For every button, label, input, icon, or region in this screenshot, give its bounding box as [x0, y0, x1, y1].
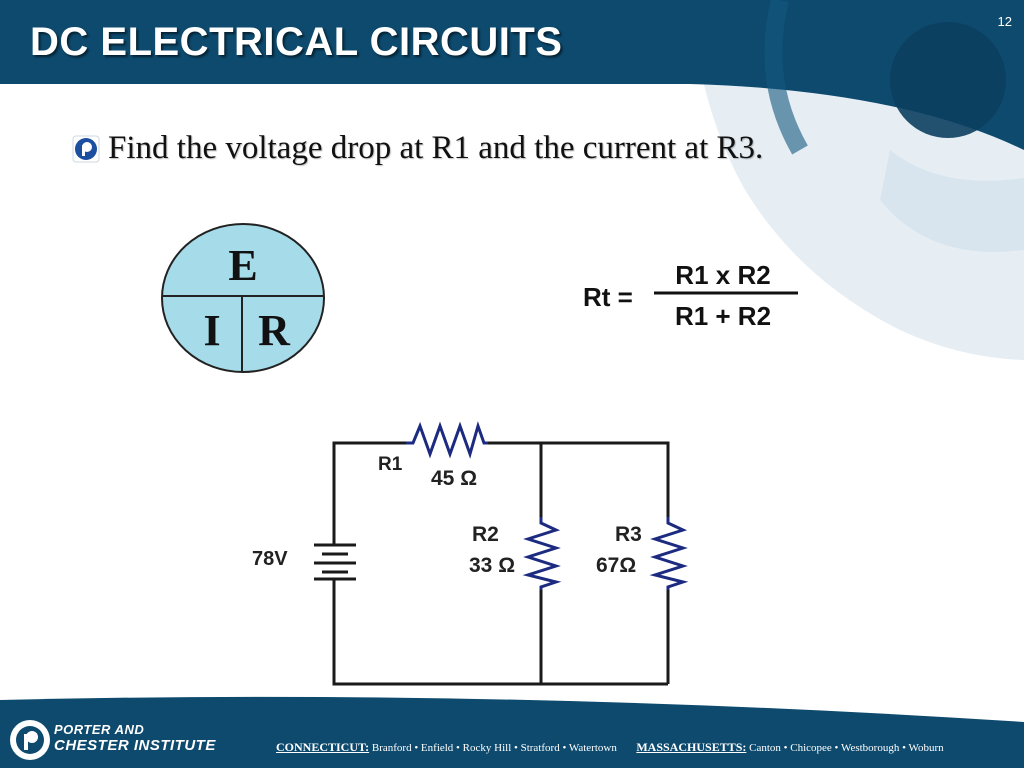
ct-locations: Branford • Enfield • Rocky Hill • Stratf…	[371, 742, 617, 754]
slide-title: DC ELECTRICAL CIRCUITS	[30, 20, 563, 64]
r3-resistor	[649, 517, 689, 590]
formula-numerator: R1 x R2	[675, 260, 770, 290]
r1-name: R1	[378, 454, 403, 475]
ohms-law-wheel: E I R	[161, 223, 325, 373]
bullet-text: Find the voltage drop at R1 and the curr…	[108, 130, 764, 166]
source-voltage-label: 78V	[252, 548, 288, 570]
circuit-wires	[332, 441, 670, 686]
ma-label: MASSACHUSETTS:	[636, 740, 747, 754]
circuit-schematic: 78V R1 45 Ω R2 33 Ω R3 67Ω	[252, 421, 689, 686]
ma-locations: Canton • Chicopee • Westborough • Woburn	[749, 742, 944, 754]
formula-lhs: Rt =	[583, 282, 633, 312]
porter-chester-logo-icon	[10, 720, 50, 760]
brand-line-2: CHESTER INSTITUTE	[54, 737, 216, 754]
r2-resistor	[522, 517, 562, 590]
wheel-i-label: I	[203, 306, 220, 355]
r2-value: 33 Ω	[469, 554, 515, 577]
institute-brand: PORTER AND CHESTER INSTITUTE	[54, 722, 216, 754]
r3-name: R3	[615, 523, 642, 546]
r1-value: 45 Ω	[431, 467, 477, 490]
r2-name: R2	[472, 523, 499, 546]
r1-resistor	[406, 421, 488, 459]
campus-locations: CONNECTICUT: Branford • Enfield • Rocky …	[276, 740, 944, 755]
wheel-r-label: R	[258, 306, 291, 355]
battery-symbol	[314, 543, 356, 581]
page-number: 12	[997, 14, 1012, 29]
ct-label: CONNECTICUT:	[276, 740, 370, 754]
parallel-formula: Rt = R1 x R2 R1 + R2	[583, 260, 798, 331]
r3-value: 67Ω	[596, 554, 636, 577]
formula-denominator: R1 + R2	[675, 301, 771, 331]
bullet-item: Find the voltage drop at R1 and the curr…	[72, 130, 763, 167]
wheel-e-label: E	[228, 241, 257, 290]
pc-logo-bullet-icon	[72, 135, 100, 162]
brand-line-1: PORTER AND	[54, 722, 145, 737]
